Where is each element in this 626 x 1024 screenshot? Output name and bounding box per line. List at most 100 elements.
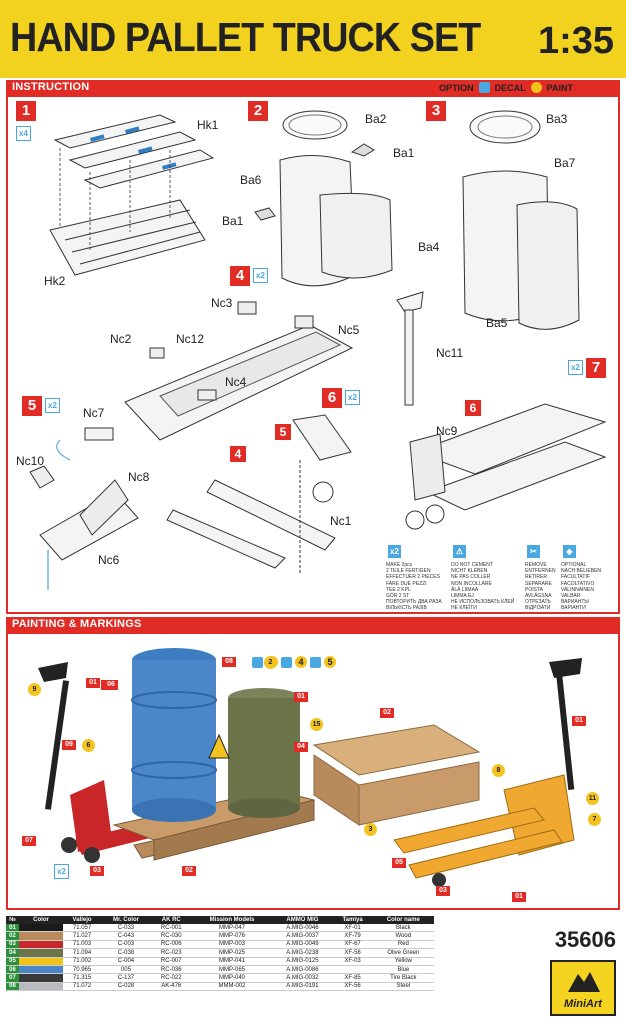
step-5-ref: 5 <box>275 424 291 440</box>
color-cell: 71.027 <box>63 931 102 941</box>
color-swatch <box>19 957 63 966</box>
callout-wood: 02 <box>380 708 394 718</box>
color-swatch <box>19 924 63 933</box>
part-ba6-label: Ba6 <box>240 173 262 187</box>
color-cell: RC-030 <box>150 931 192 941</box>
color-cell: Wood <box>372 931 434 941</box>
color-cell: XF-58 <box>332 948 373 958</box>
painting-bar: PAINTING & MARKINGS <box>6 617 620 632</box>
brand-logo: MiniArt <box>550 960 616 1016</box>
part-nc12-label: Nc12 <box>176 332 205 346</box>
option-icon <box>281 656 292 668</box>
x2-icon: x2 <box>568 360 583 375</box>
color-cell: 71.002 <box>63 957 102 966</box>
color-cell: RC-007 <box>150 957 192 966</box>
callout-steel: 09 <box>62 740 76 750</box>
step-4-ref: 4 <box>230 446 246 462</box>
color-cell: MMP-065 <box>191 965 273 975</box>
option-icon <box>310 656 321 668</box>
color-cell: A.MIG-0049 <box>272 940 333 950</box>
color-cell: 71.072 <box>63 982 102 992</box>
pump-diagram <box>29 427 139 590</box>
color-cell: RC-023 <box>150 948 192 958</box>
instruction-bar: INSTRUCTION <box>6 80 620 95</box>
wood-pallet-stack <box>312 724 481 826</box>
color-cell: Steel <box>372 982 434 992</box>
kit-scale: 1:35 <box>537 20 614 62</box>
color-cell: Olive Green <box>372 948 434 958</box>
color-cell: Red <box>372 940 434 950</box>
step-5-badge: 5 <box>22 396 42 416</box>
callout-yellow: 05 <box>392 858 406 868</box>
color-cell: C-003 <box>101 940 151 950</box>
color-cell: Blue <box>372 965 434 975</box>
part-nc10-label: Nc10 <box>16 454 45 468</box>
color-cell: RC-022 <box>150 973 192 983</box>
step-7-badge: 7 <box>586 358 606 378</box>
callout-wood: 02 <box>182 866 196 876</box>
remove-icon: ✂ <box>527 545 540 558</box>
color-cell: MMP-003 <box>191 940 273 950</box>
color-cell: XF-67 <box>332 940 373 950</box>
part-nc11-label: Nc11 <box>436 346 464 360</box>
x2-icon: x2 <box>54 864 69 879</box>
callout-olive: 04 <box>294 742 308 752</box>
color-cell: RC-036 <box>150 965 192 975</box>
color-cell: A.MIG-0191 <box>272 982 333 992</box>
color-cell: A.MIG-0086 <box>272 965 333 975</box>
color-cell: A.MIG-0238 <box>272 948 333 958</box>
painting-title: PAINTING & MARKINGS <box>12 618 142 630</box>
color-cell: C-038 <box>101 948 151 958</box>
callout-black: 01 <box>572 716 586 726</box>
step-3-badge: 3 <box>426 101 446 121</box>
part-ba7-label: Ba7 <box>554 156 576 170</box>
color-cell: XF-85 <box>332 973 373 983</box>
color-cell: 02 <box>6 931 19 941</box>
color-cell: C-004 <box>101 957 151 966</box>
brand-name: MiniArt <box>564 998 602 1010</box>
color-cell: C-137 <box>101 973 151 983</box>
decal-8: 8 <box>492 764 505 777</box>
color-cell: 08 <box>6 982 19 992</box>
barrel-green-diagram <box>462 110 580 330</box>
color-swatch <box>19 948 63 958</box>
step-4-badge: 4 <box>230 266 250 286</box>
color-cell: XF-56 <box>332 982 373 992</box>
color-cell: Tire Black <box>372 973 434 983</box>
color-cell: MMP-041 <box>191 957 273 966</box>
callout-black: 01 <box>86 678 100 688</box>
part-nc2-label: Nc2 <box>110 332 132 346</box>
option-icon <box>478 82 490 93</box>
color-swatch <box>19 931 63 941</box>
color-cell: A.MIG-0125 <box>272 957 333 966</box>
decal-ref-5: 5 <box>324 656 336 668</box>
x2-icon: x2 <box>345 390 360 405</box>
part-nc7-label: Nc7 <box>83 406 105 420</box>
callout-steel: 08 <box>222 657 236 667</box>
part-hk2-label: Hk2 <box>44 274 66 288</box>
option-label: OPTION <box>439 82 474 93</box>
fork-frame-diagram <box>124 301 354 441</box>
callout-blue: 06 <box>104 680 118 690</box>
paint-icon <box>578 83 592 92</box>
decal-2: 2 <box>264 656 277 669</box>
color-cell: XF-79 <box>332 931 373 941</box>
part-ba4-label: Ba4 <box>418 240 440 254</box>
color-cell: 07 <box>6 973 19 983</box>
painting-frame <box>6 632 620 910</box>
painting-illustration <box>38 648 582 887</box>
color-table: № Color Vallejo Mr. Color AK RC Mission … <box>6 916 434 992</box>
make-2pcs-icon: x2 <box>388 545 401 558</box>
callout-red: 03 <box>436 886 450 896</box>
color-cell: 71.094 <box>63 948 102 958</box>
color-cell: 70.965 <box>63 965 102 975</box>
part-nc6-label: Nc6 <box>98 553 120 567</box>
decal-3: 3 <box>364 823 377 836</box>
color-cell: RC-006 <box>150 940 192 950</box>
